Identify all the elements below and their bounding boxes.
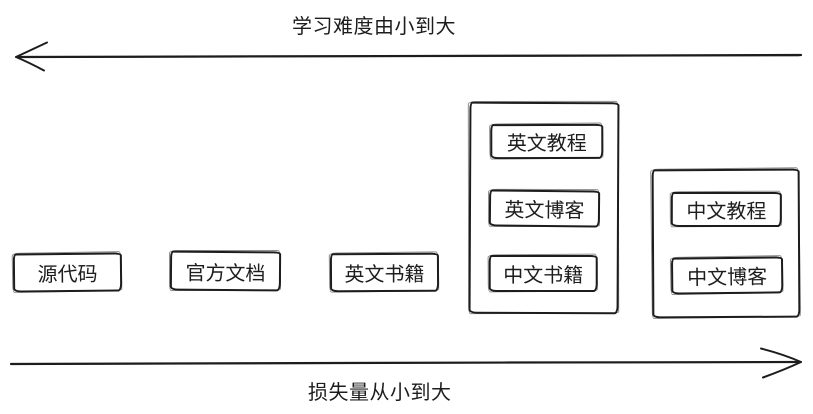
group-chinese-resources: 中文教程 中文博客 [651, 168, 801, 319]
node-label: 英文博客 [504, 197, 585, 223]
node-label: 英文书籍 [344, 261, 425, 287]
node-label: 中文书籍 [503, 262, 584, 288]
loss-arrow-right-icon [9, 347, 802, 379]
node-official-docs: 官方文档 [169, 250, 282, 292]
node-english-blogs: 英文博客 [488, 189, 601, 228]
node-english-books: 英文书籍 [329, 252, 440, 293]
top-axis-label: 学习难度由小到大 [292, 14, 456, 38]
bottom-axis-label: 损失量从小到大 [308, 380, 452, 404]
node-label: 英文教程 [506, 130, 587, 156]
node-source-code: 源代码 [12, 252, 123, 293]
node-chinese-blogs: 中文博客 [670, 256, 784, 295]
node-label: 源代码 [37, 261, 98, 287]
node-chinese-books: 中文书籍 [488, 254, 598, 293]
difficulty-arrow-left-icon [15, 41, 803, 72]
node-label: 官方文档 [185, 260, 266, 285]
node-chinese-tutorials: 中文教程 [670, 191, 782, 228]
group-english-resources: 英文教程 英文博客 中文书籍 [468, 101, 620, 315]
node-label: 中文博客 [687, 264, 768, 290]
node-label: 中文教程 [686, 198, 767, 224]
node-english-tutorials: 英文教程 [490, 123, 604, 160]
